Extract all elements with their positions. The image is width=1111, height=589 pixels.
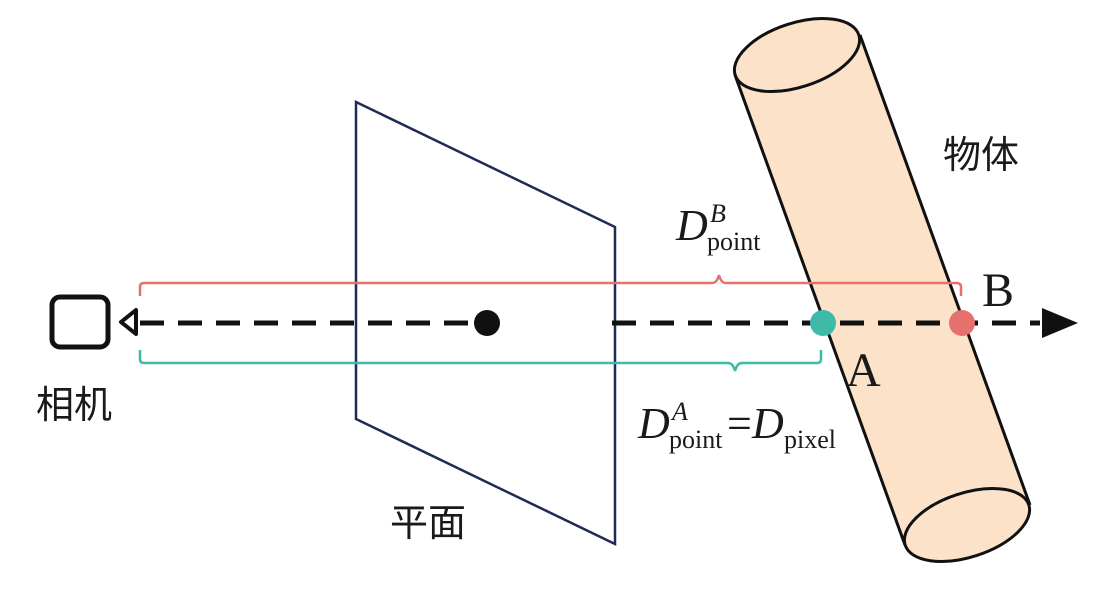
brace-d-point-b [138, 274, 963, 296]
plane-intersection-point [474, 310, 500, 336]
arrow-right-icon [1042, 308, 1078, 338]
point-a-label: A [846, 344, 881, 397]
plane-shape [354, 100, 617, 546]
formula-b-sub: point [707, 227, 761, 256]
formula-d-point-a: D A point = D pixel [637, 397, 836, 454]
formula-a-equals: = [727, 399, 752, 448]
point-b-marker [949, 310, 975, 336]
formula-a-rhs-main: D [751, 399, 784, 448]
object-cylinder [732, 17, 1032, 563]
object-label: 物体 [943, 133, 1019, 177]
formula-b-main: D [675, 201, 708, 250]
point-b-label: B [982, 264, 1014, 317]
formula-a-rhs-sub: pixel [784, 425, 836, 454]
point-a-marker [810, 310, 836, 336]
formula-b-sup: B [710, 199, 726, 228]
camera-label: 相机 [36, 383, 112, 427]
formula-a-sup: A [670, 397, 688, 426]
formula-a-sub: point [669, 425, 723, 454]
camera-icon [49, 294, 138, 350]
brace-d-point-a [138, 350, 823, 372]
plane-label: 平面 [390, 501, 466, 545]
formula-a-main: D [637, 399, 670, 448]
formula-d-point-b: D B point [675, 199, 761, 256]
